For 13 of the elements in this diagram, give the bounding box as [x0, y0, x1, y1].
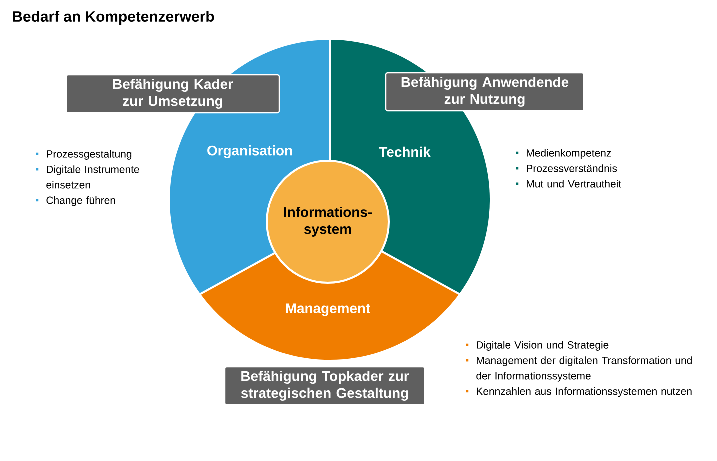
bullet-item: Kennzahlen aus Informationssystemen nutzen	[466, 388, 692, 398]
bullet-item: Change führen	[36, 196, 116, 206]
bullet-item: Prozessverständnis	[516, 164, 618, 172]
title: Bedarf an Kompetenzerwerb	[13, 11, 214, 25]
bullet-item: Medienkompetenz	[516, 149, 612, 159]
bullet-item: Digitale Vision und Strategie	[466, 341, 609, 351]
bullet-item: Management der digitalen Transformation und der Informationssysteme	[466, 356, 692, 382]
label-box: Befähigung Kader zur Umsetzung	[66, 74, 280, 114]
label-box: Befähigung Topkader zur strategischen Gestaltung	[224, 366, 426, 406]
bullet-item: Digitale Instrumente einsetzen	[36, 166, 140, 189]
bullet-item: Mut und Vertrautheit	[516, 180, 622, 188]
label-box: Befähigung Anwendende zur Nutzung	[385, 72, 585, 112]
bullet-item: Prozessgestaltung	[36, 150, 132, 160]
